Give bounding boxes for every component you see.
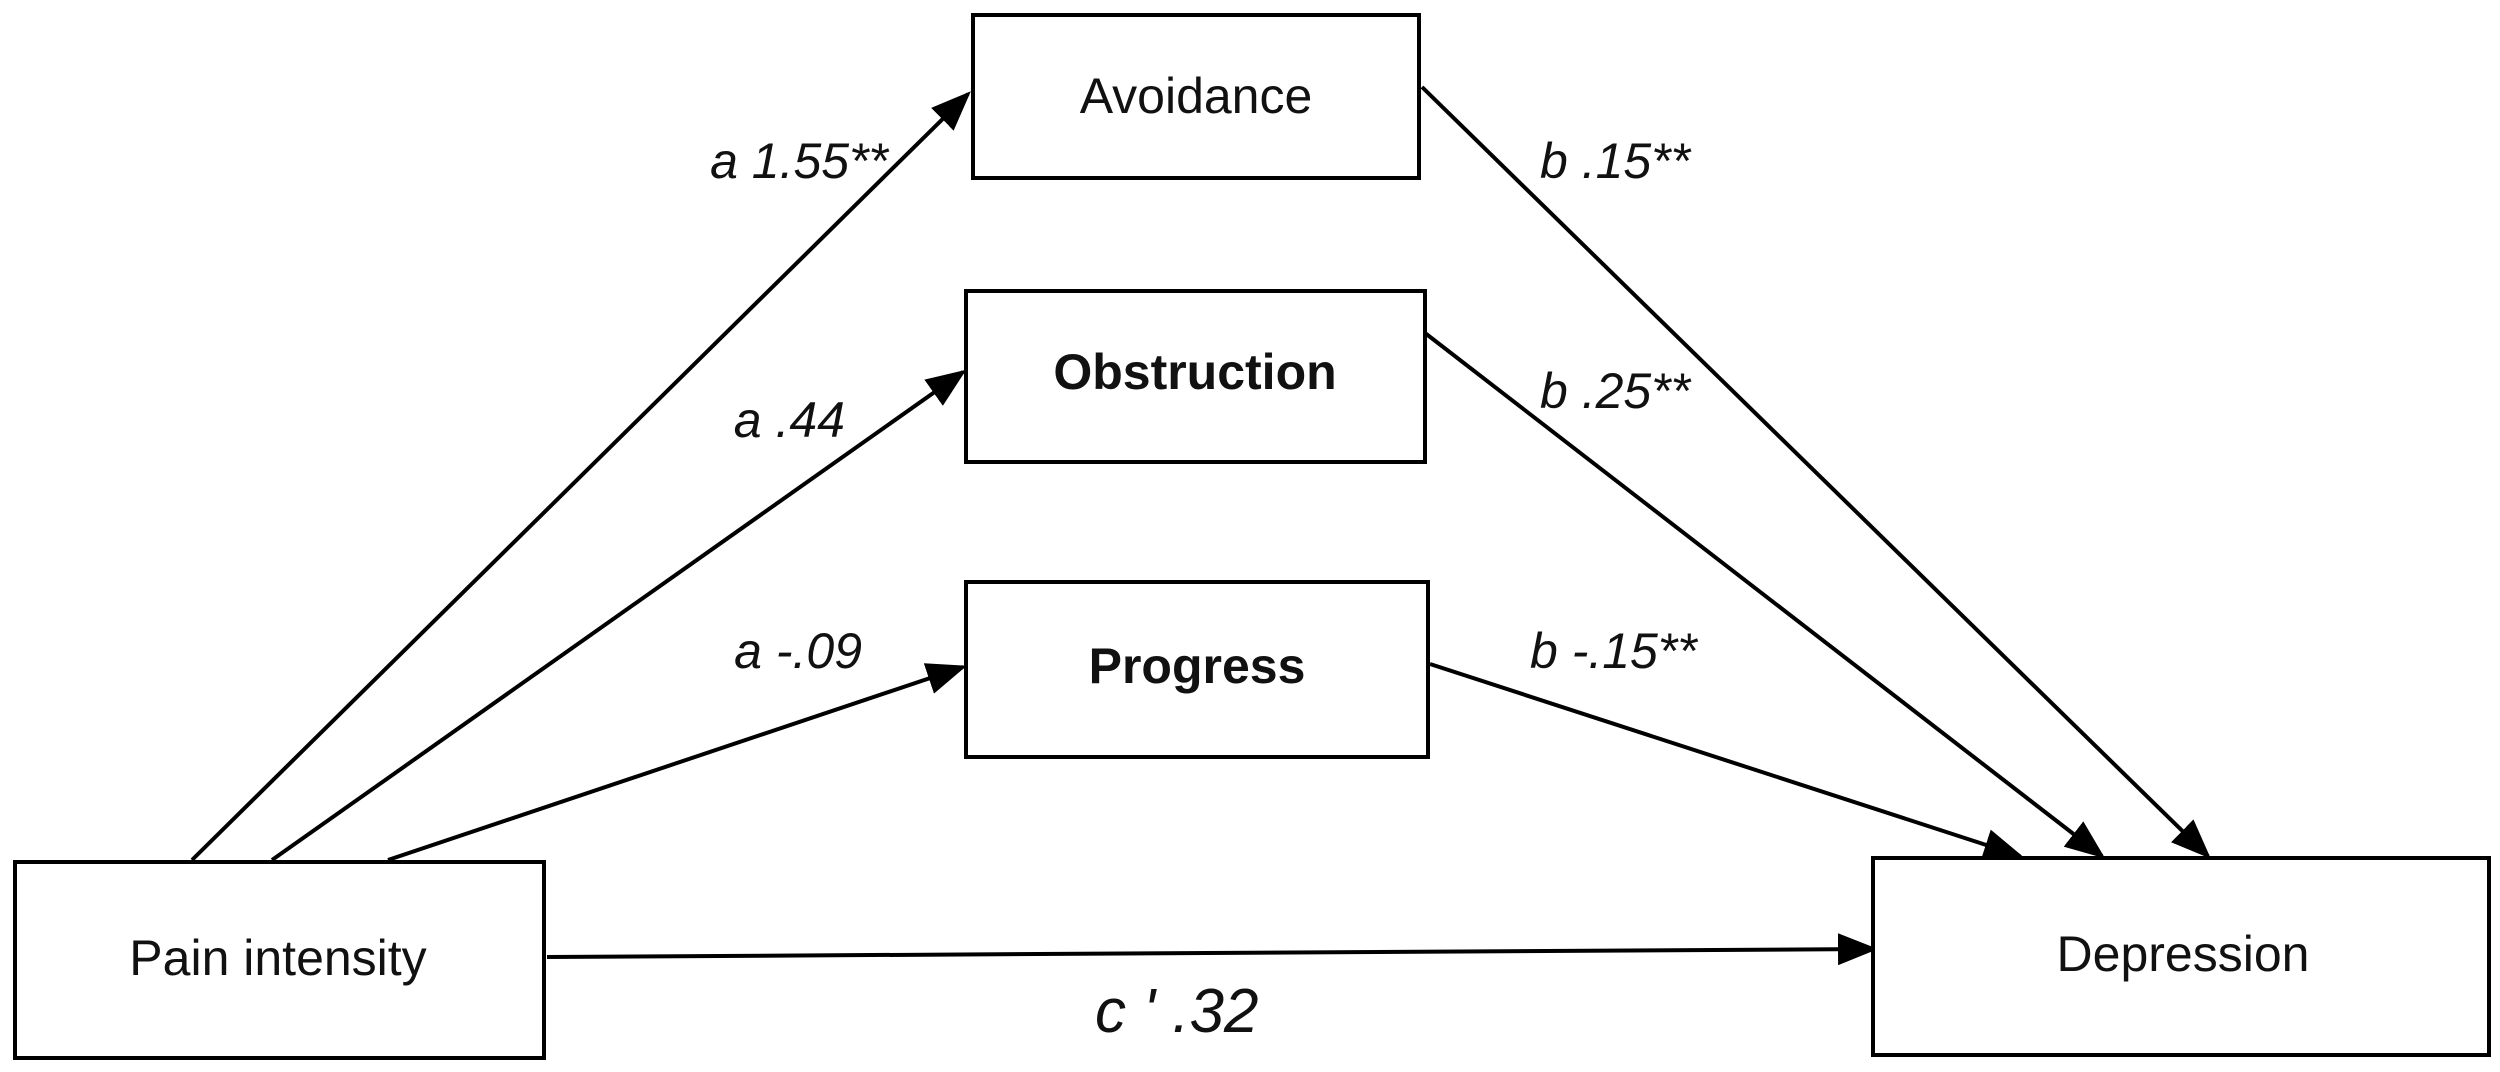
arrow-pain-to-progress: [387, 663, 967, 862]
node-depression-label: Depression: [2057, 926, 2310, 982]
node-progress-label: Progress: [1089, 638, 1306, 694]
node-obstruction-label: Obstruction: [1053, 344, 1336, 400]
node-avoidance: Avoidance: [971, 13, 1421, 180]
arrow-avoidance-to-depression: [1420, 85, 2211, 859]
node-pain-intensity-label: Pain intensity: [129, 930, 426, 986]
path-label-b-progress: b -.15**: [1530, 623, 1698, 679]
node-pain-intensity: Pain intensity: [13, 860, 546, 1060]
node-depression: Depression: [1871, 856, 2491, 1057]
arrow-pain-to-obstruction: [270, 369, 967, 862]
node-obstruction: Obstruction: [964, 289, 1427, 464]
path-label-a-progress: a -.09: [734, 623, 862, 679]
node-progress: Progress: [964, 580, 1430, 759]
path-label-a-obstruction: a .44: [734, 392, 845, 448]
path-label-c-prime: c ' .32: [1095, 977, 1258, 1046]
arrow-pain-to-depression: [546, 933, 1878, 966]
arrow-obstruction-to-depression: [1423, 331, 2106, 859]
arrow-pain-to-avoidance: [190, 91, 971, 862]
path-label-b-obstruction: b .25**: [1540, 363, 1692, 419]
arrow-progress-to-depression: [1429, 662, 2024, 861]
node-avoidance-label: Avoidance: [1080, 68, 1313, 124]
path-label-a-avoidance: a 1.55**: [710, 133, 889, 189]
path-label-b-avoidance: b .15**: [1540, 133, 1692, 189]
